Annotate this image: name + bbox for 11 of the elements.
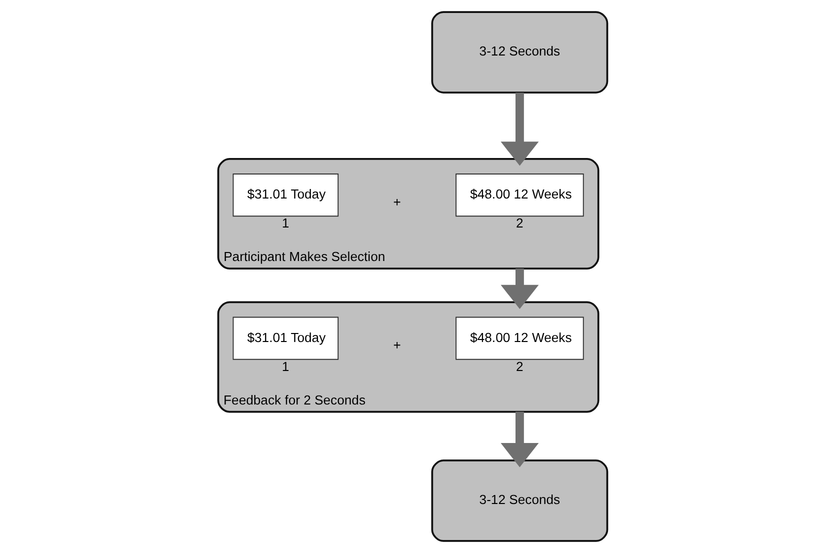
label: + <box>392 338 400 353</box>
node-label: 2 <box>515 216 523 231</box>
node-label: 1 <box>281 216 289 231</box>
node-box: 3-12 Seconds <box>430 460 608 542</box>
arrow <box>500 412 538 468</box>
node-label: 1 <box>281 358 289 374</box>
label: + <box>392 194 400 210</box>
arrow <box>500 92 538 166</box>
node-box: 3-12 Seconds <box>430 11 608 94</box>
node-label: 2 <box>515 358 523 374</box>
arrow <box>500 268 538 310</box>
